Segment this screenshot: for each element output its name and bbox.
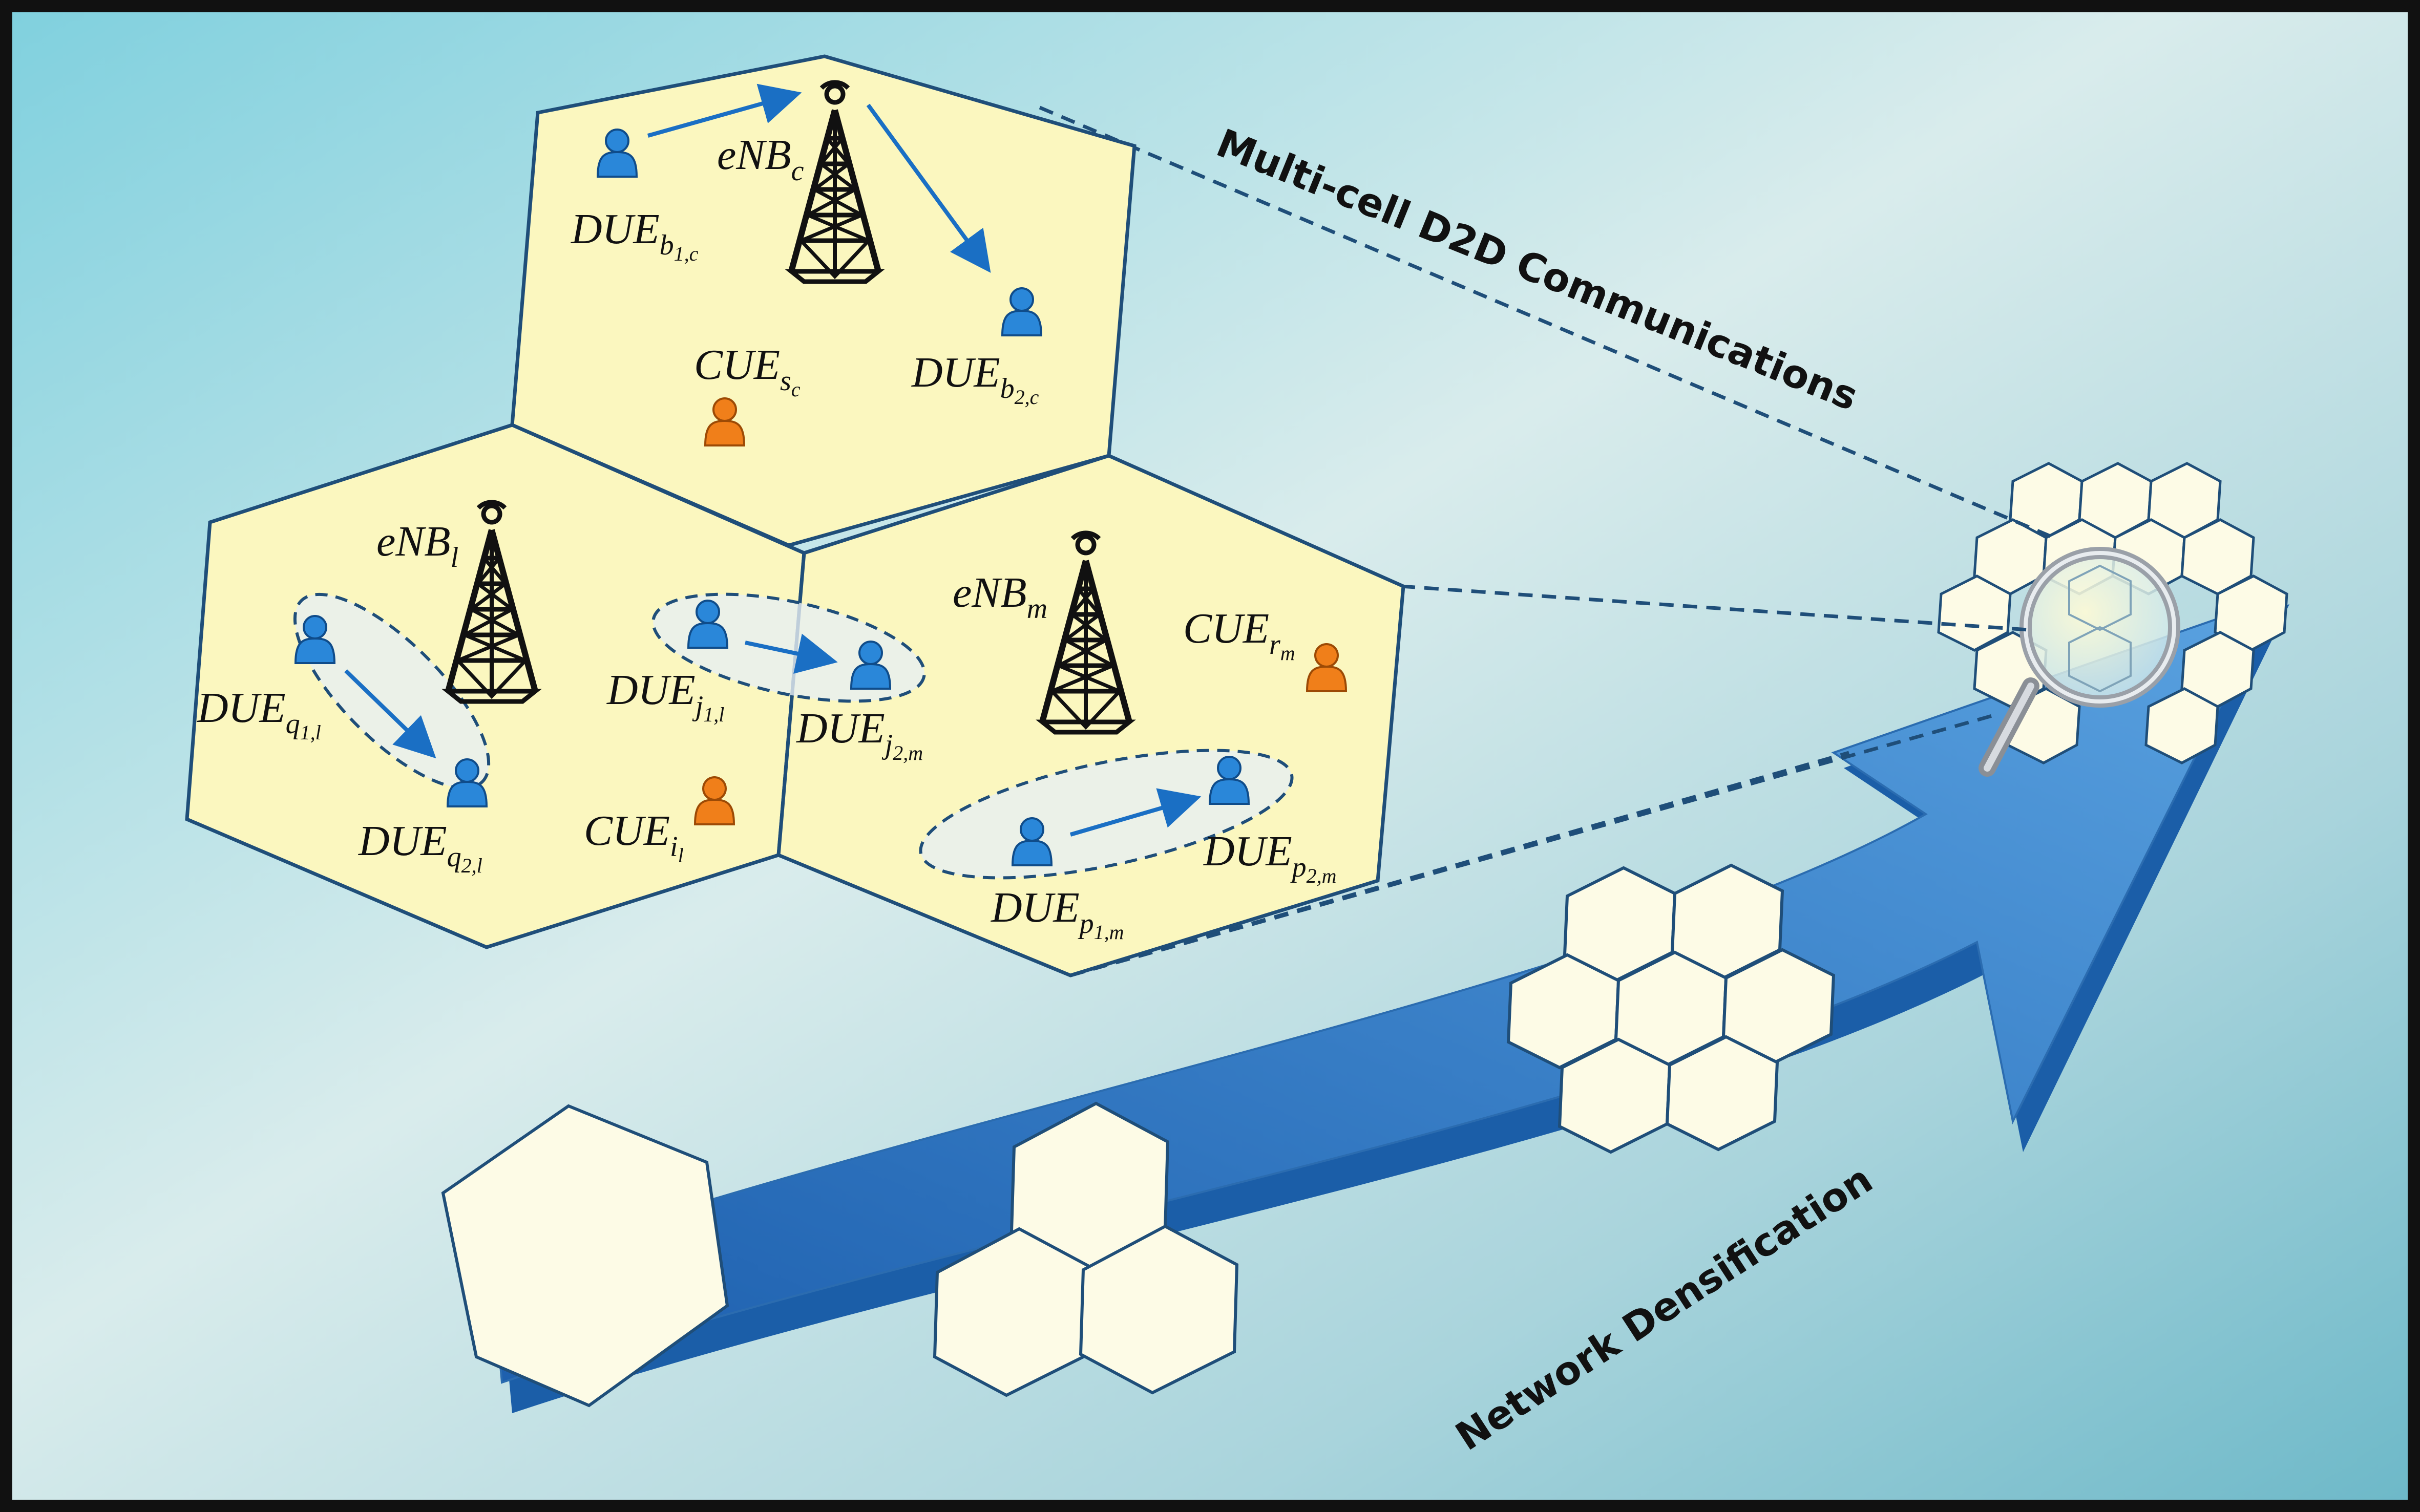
enb-m-label: eNBm <box>953 569 1047 625</box>
due-q1l-label: DUEq1,l <box>197 684 321 744</box>
due-j1l-label: DUEj1,l <box>606 666 724 726</box>
cue-rm-label: CUErm <box>1183 605 1295 665</box>
due-b2c-label: DUEb2,c <box>911 349 1039 409</box>
zoom-dashed-lines <box>1039 105 2055 977</box>
three-cell-cluster <box>933 1101 1239 1397</box>
d2d-pair-q-ellipse <box>293 592 491 790</box>
due-p2m-label: DUEp2,m <box>1203 827 1337 887</box>
cue-il-label: CUEil <box>584 807 684 867</box>
enb-l-label: eNBl <box>376 518 458 573</box>
d2d-pair-p-ellipse <box>919 749 1294 880</box>
due-j2m-label: DUEj2,m <box>796 705 923 764</box>
due-b1c-label: DUEb1,c <box>571 205 699 265</box>
magnifier-icon <box>1979 547 2180 777</box>
single-cell-hex <box>441 1104 729 1408</box>
seven-cell-cluster <box>1506 863 1836 1154</box>
enb-c-label: eNBc <box>717 131 804 187</box>
due-p1m-label: DUEp1,m <box>991 884 1124 944</box>
cue-sc-label: CUEsc <box>694 341 801 401</box>
due-q2l-label: DUEq2,l <box>358 817 482 877</box>
link-arrows <box>344 83 1202 837</box>
